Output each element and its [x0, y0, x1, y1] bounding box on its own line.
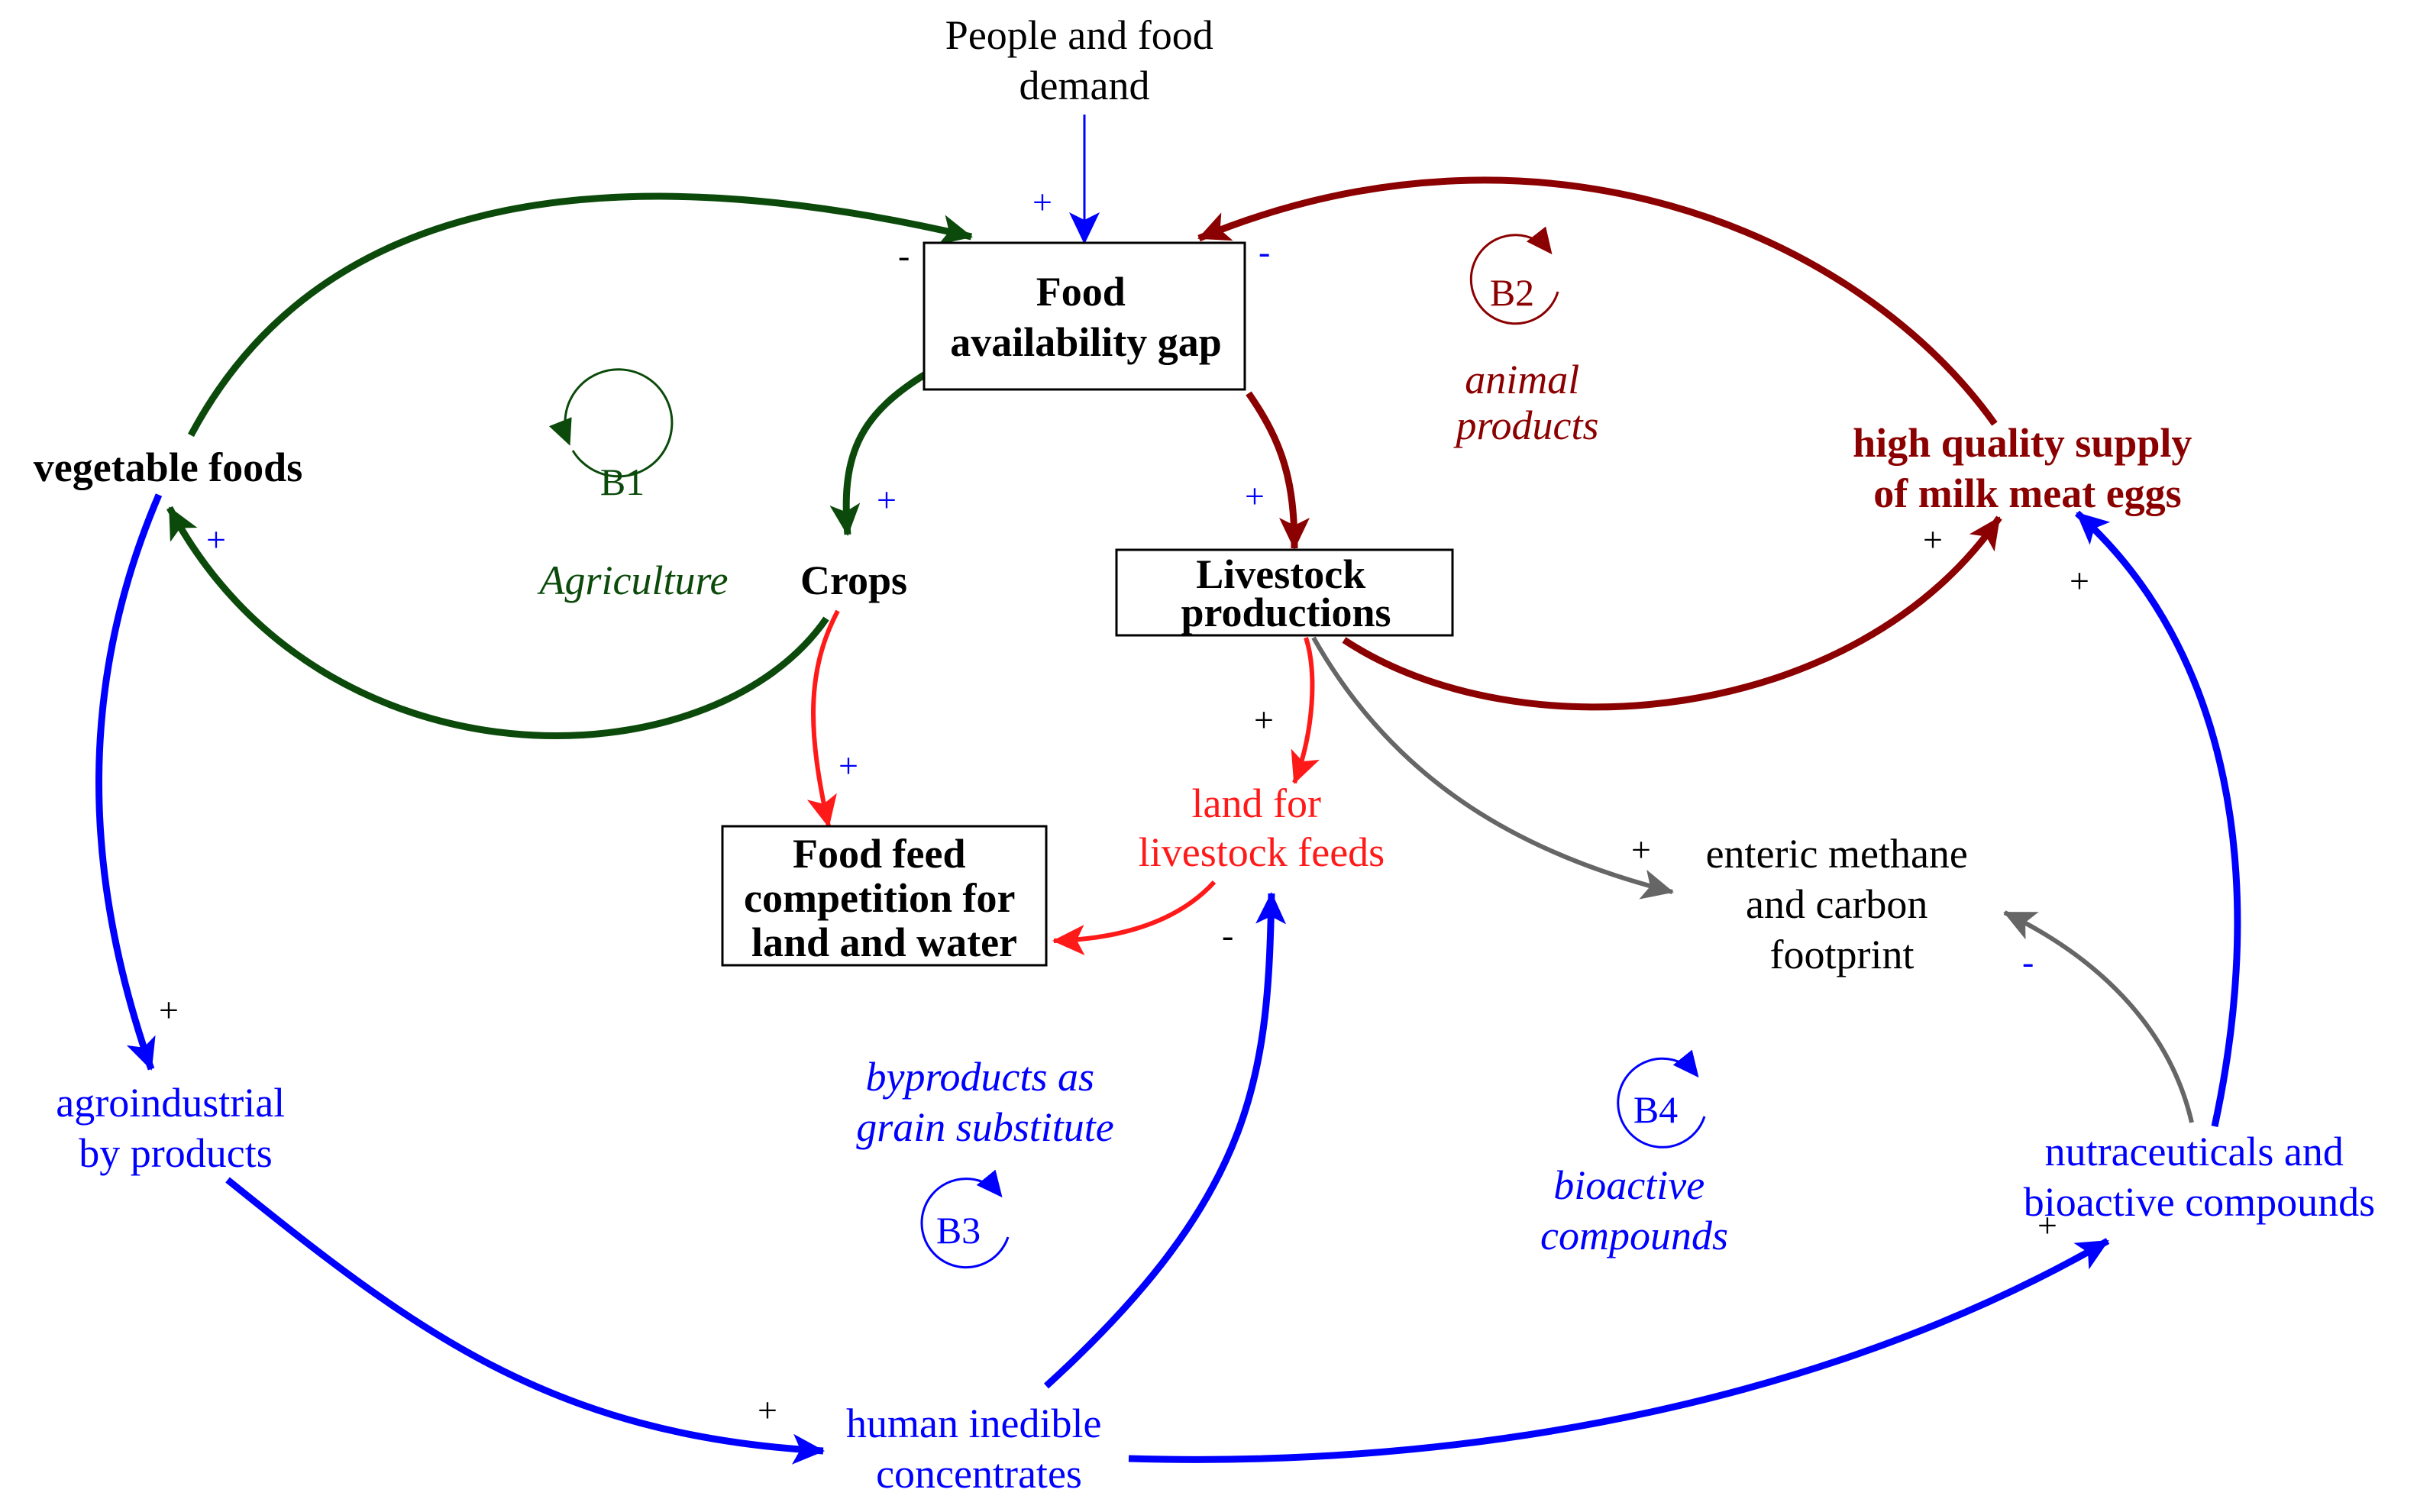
link-crops-to-vegetable — [166, 506, 829, 739]
vegetable-foods-label: vegetable foods — [34, 444, 302, 490]
link-nutra-to-quality — [2075, 510, 2241, 1127]
loop-b4-id: B4 — [1633, 1088, 1678, 1131]
loop-b3-icon — [920, 1169, 1010, 1269]
sign-livestock-quality: + — [1923, 520, 1943, 559]
sign-livestock-land: + — [1254, 700, 1274, 739]
sign-nutra-quality: + — [2070, 561, 2089, 600]
sign-crops-foodfeed: + — [839, 746, 858, 785]
high-quality-label: high quality supply of milk meat eggs — [1853, 420, 2202, 516]
link-livestock-to-land — [1291, 637, 1320, 784]
sign-nutra-methane: - — [2022, 942, 2034, 981]
loop-b2-id: B2 — [1490, 271, 1534, 314]
link-gap-to-crops — [829, 370, 930, 536]
sign-vegetable-gap: - — [898, 236, 910, 275]
crops-label: Crops — [800, 557, 907, 603]
food-feed-box — [721, 825, 1048, 967]
loop-b3-id: B3 — [936, 1209, 981, 1252]
livestock-label: Livestock productions — [1181, 551, 1391, 635]
food-feed-label: Food feed competition for land and water — [744, 831, 1025, 965]
land-livestock-label: land for livestock feeds — [1139, 780, 1385, 875]
loop-b2-label: animal products — [1453, 357, 1599, 448]
people-demand-label: People and food demand — [945, 12, 1223, 108]
food-gap-label: Food availability gap — [950, 269, 1222, 365]
nutraceuticals-label: nutraceuticals and bioactive compounds — [2024, 1129, 2375, 1225]
link-livestock-to-methane — [1311, 636, 1674, 900]
link-land-to-foodfeed — [1052, 880, 1217, 955]
loop-b4-icon — [1617, 1049, 1706, 1149]
sign-gap-livestock: + — [1245, 477, 1265, 515]
sign-quality-gap: - — [1259, 232, 1270, 271]
sign-inedible-nutra: + — [2037, 1206, 2057, 1245]
sign-agro-inedible: + — [758, 1391, 777, 1430]
sign-crops-vegetable: + — [206, 520, 226, 559]
loop-b4-label: bioactive compounds — [1540, 1162, 1728, 1258]
link-quality-to-gap — [1197, 176, 1998, 426]
methane-label: enteric methane and carbon footprint — [1706, 831, 1979, 977]
loop-b1-id: B1 — [600, 460, 645, 503]
food-gap-box — [923, 241, 1246, 391]
link-vegetable-to-gap — [188, 192, 973, 438]
loop-b1-label: Agriculture — [538, 557, 729, 603]
sign-inedible-land: - — [1222, 916, 1233, 955]
link-vegetable-to-agro — [95, 493, 163, 1071]
sign-livestock-methane: + — [1631, 830, 1651, 869]
link-livestock-to-quality — [1342, 515, 2002, 711]
loop-b2-icon — [1469, 226, 1559, 325]
sign-vegetable-agro: + — [159, 990, 179, 1029]
inedible-label: human inedible concentrates — [846, 1401, 1112, 1497]
link-nutra-to-methane — [2003, 910, 2194, 1123]
loop-b3-label: byproducts as grain substitute — [856, 1054, 1114, 1150]
link-inedible-to-nutra — [1128, 1238, 2110, 1463]
loop-b1-icon — [548, 368, 674, 478]
link-crops-to-foodfeed — [806, 609, 840, 828]
livestock-box — [1115, 548, 1454, 637]
link-inedible-to-land — [1043, 892, 1287, 1389]
link-gap-to-livestock — [1246, 391, 1310, 550]
agroindustrial-label: agroindustrial by products — [56, 1080, 295, 1176]
link-agro-to-inedible — [225, 1177, 825, 1465]
sign-demand-gap: + — [1032, 183, 1052, 221]
sign-gap-crops: + — [877, 480, 897, 519]
